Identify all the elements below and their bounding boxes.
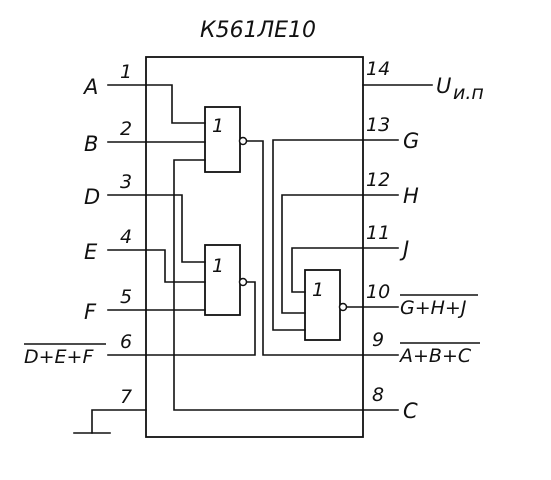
pin-number-13: 13	[366, 114, 390, 136]
pin-number-12: 12	[366, 169, 390, 191]
pin-number-5: 5	[120, 286, 132, 308]
gate-2-inversion-bubble	[238, 277, 248, 287]
signal-G: G	[403, 129, 419, 153]
signal-C: C	[403, 399, 418, 423]
wire-C-gate1	[173, 159, 364, 411]
gate-1-inversion-bubble	[238, 136, 248, 146]
signal-A: A	[82, 75, 98, 99]
pin-number-6: 6	[120, 331, 132, 353]
wire-E-gate2	[145, 249, 206, 283]
signal-not-G-H-J: G+H+J	[400, 297, 467, 319]
wire-H-gate3	[281, 194, 364, 314]
signal-not-D-E-F: D+E+F	[24, 346, 94, 368]
pin-number-4: 4	[120, 226, 132, 248]
wire-A-gate1	[145, 84, 206, 124]
pin-number-7: 7	[120, 386, 132, 408]
pin-number-9: 9	[372, 329, 384, 351]
gate-3-inversion-bubble	[338, 302, 348, 312]
gate-2-symbol: 1	[212, 255, 224, 277]
pin-number-8: 8	[372, 384, 384, 406]
signal-supply-U: U	[436, 74, 451, 98]
wire-gate2-output-pin6	[145, 281, 256, 356]
signal-H: H	[403, 184, 419, 208]
lead-pin-7-ground	[91, 409, 147, 434]
wire-gate1-output-pin9	[246, 140, 364, 356]
pin-number-2: 2	[120, 118, 132, 140]
signal-F: F	[84, 300, 97, 324]
wire-D-gate2	[145, 194, 206, 263]
wire-G-gate3	[272, 139, 364, 331]
pin-number-1: 1	[120, 61, 132, 83]
signal-E: E	[84, 240, 98, 264]
pin-number-14: 14	[366, 58, 390, 80]
pin-number-10: 10	[366, 281, 390, 303]
signal-not-A-B-C: A+B+C	[398, 345, 472, 367]
gate-3-symbol: 1	[312, 279, 324, 301]
gate-1-symbol: 1	[212, 115, 224, 137]
package-outline	[145, 56, 364, 438]
pin-number-3: 3	[120, 171, 132, 193]
signal-J: J	[399, 237, 409, 261]
signal-B: B	[84, 132, 98, 156]
wire-J-gate3	[291, 247, 364, 293]
signal-supply-subscript: и.п	[453, 82, 484, 104]
signal-D: D	[84, 185, 100, 209]
chip-title: К561ЛЕ10	[200, 18, 316, 43]
pin-number-11: 11	[366, 222, 390, 244]
